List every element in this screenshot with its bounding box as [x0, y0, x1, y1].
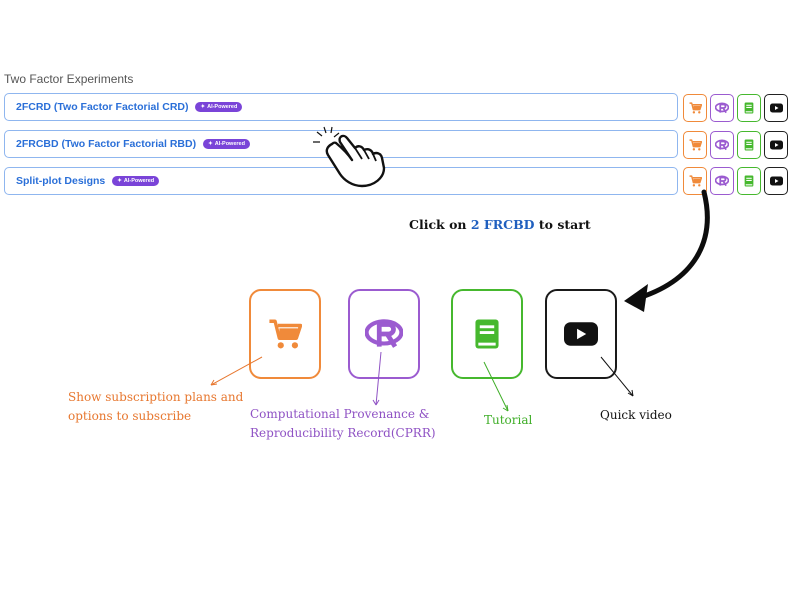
connector-line-cprr — [375, 351, 382, 406]
tutorial-button[interactable] — [737, 131, 761, 159]
caption-cprr: Computational Provenance & Reproducibili… — [250, 407, 436, 440]
book-icon — [744, 102, 754, 114]
connector-line-cart — [210, 356, 263, 386]
cprr-button-large[interactable] — [348, 289, 420, 379]
row-label: Split-plot Designs — [16, 175, 106, 187]
hand-pointer-icon — [313, 126, 386, 188]
cprr-button[interactable] — [710, 131, 734, 159]
curved-arrow — [629, 189, 710, 303]
ai-powered-badge: ✦AI-Powered — [203, 139, 250, 149]
quick-video-button[interactable] — [764, 131, 788, 159]
shopping-cart-icon — [689, 175, 702, 187]
connector-line-tutorial — [483, 361, 509, 412]
quick-video-button[interactable] — [764, 94, 788, 122]
curved-arrow-head — [624, 284, 648, 312]
subscribe-button[interactable] — [683, 131, 707, 159]
book-icon — [744, 175, 754, 187]
connector-arrow-tutorial — [502, 404, 509, 412]
connector-arrow-video — [627, 389, 634, 397]
book-icon — [475, 319, 499, 349]
ai-powered-badge: ✦AI-Powered — [195, 102, 243, 112]
tutorial-button[interactable] — [737, 167, 761, 195]
r-logo-icon — [715, 175, 729, 187]
caption-subscription: Show subscription plans and options to s… — [68, 390, 244, 423]
cprr-button[interactable] — [710, 167, 734, 195]
subscribe-button[interactable] — [683, 94, 707, 122]
r-logo-icon — [715, 102, 729, 114]
instruction-highlight: 2 FRCBD — [470, 217, 535, 232]
connector-arrow-cart — [210, 379, 218, 386]
shopping-cart-icon — [689, 139, 702, 151]
connector-arrow-cprr — [372, 399, 380, 406]
ai-powered-badge: ✦AI-Powered — [112, 176, 160, 186]
caption-quick-video: Quick video — [600, 408, 672, 422]
youtube-play-icon — [769, 140, 783, 150]
tutorial-button[interactable] — [737, 94, 761, 122]
row-label: 2FCRD (Two Factor Factorial CRD) — [16, 101, 189, 113]
youtube-play-icon — [769, 103, 783, 113]
subscribe-button-large[interactable] — [249, 289, 321, 379]
quick-video-button[interactable] — [764, 167, 788, 195]
tutorial-button-large[interactable] — [451, 289, 523, 379]
shopping-cart-icon — [269, 319, 302, 349]
connector-line-video — [600, 356, 634, 397]
quick-video-button-large[interactable] — [545, 289, 617, 379]
r-logo-icon — [365, 319, 403, 348]
caption-tutorial: Tutorial — [484, 413, 533, 427]
cprr-button[interactable] — [710, 94, 734, 122]
youtube-play-icon — [564, 322, 598, 346]
row-label: 2FRCBD (Two Factor Factorial RBD) — [16, 138, 197, 150]
instruction-text: Click on 2 FRCBD to start — [409, 217, 591, 232]
r-logo-icon — [715, 139, 729, 151]
section-title: Two Factor Experiments — [4, 72, 134, 86]
book-icon — [744, 139, 754, 151]
experiment-row-2fcrd[interactable]: 2FCRD (Two Factor Factorial CRD) ✦AI-Pow… — [4, 93, 678, 121]
youtube-play-icon — [769, 176, 783, 186]
shopping-cart-icon — [689, 102, 702, 114]
